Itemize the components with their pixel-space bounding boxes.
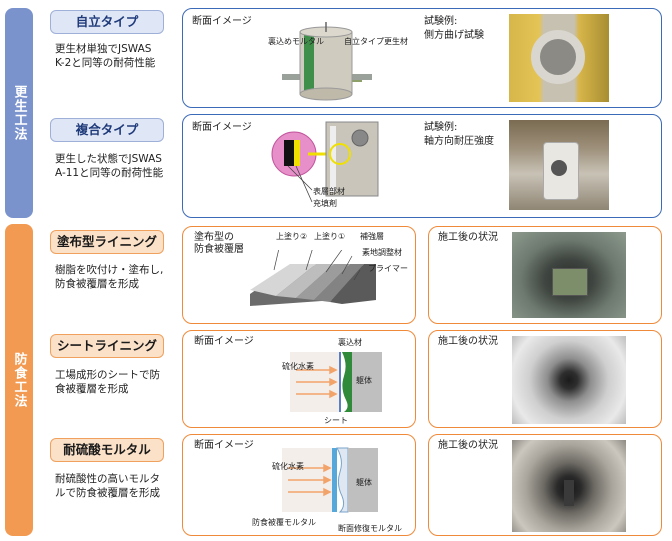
section-image-label: 断面イメージ: [192, 16, 252, 27]
sheet-lining-diagram: [290, 352, 382, 412]
callout-backfill-mortar: 裏込めモルタル: [268, 37, 324, 46]
row-title-sheet-lining: シートライニング: [50, 334, 164, 358]
callout-anticorrosion-mortar: 防食被覆モルタル: [252, 518, 316, 527]
category-label: 更生工法: [11, 85, 27, 141]
row-desc-line1: 樹脂を吹付け・塗布し,: [55, 264, 164, 276]
callout-structure: 躯体: [356, 376, 372, 385]
row-desc-line2: 防食被覆層を形成: [55, 278, 139, 290]
after-construction-label: 施工後の状況: [438, 440, 498, 451]
row-desc-line1: 更生した状態でJSWAS: [55, 153, 162, 165]
row-desc-line1: 工場成形のシートで防: [55, 369, 160, 381]
test-example-label: 試験例:: [424, 122, 458, 133]
callout-hydrogen-sulfide: 硫化水素: [272, 462, 304, 471]
row-title-coating-lining: 塗布型ライニング: [50, 230, 164, 254]
test-example-label: 試験例:: [424, 16, 458, 27]
row-desc-line1: 耐硫酸性の高いモルタ: [55, 473, 160, 485]
category-label: 防食工法: [11, 352, 27, 408]
callout-topcoat-2: 上塗り②: [276, 232, 308, 241]
callout-structure: 躯体: [356, 478, 372, 487]
callout-topcoat-1: 上塗り①: [314, 232, 346, 241]
callout-filler: 充填剤: [313, 199, 337, 208]
section-image-label: 断面イメージ: [194, 440, 254, 451]
section-image-label-line1: 塗布型の: [194, 232, 234, 243]
callout-surface-conditioner: 素地調整材: [362, 248, 402, 257]
test-specimen-ring: [531, 30, 585, 84]
after-construction-label: 施工後の状況: [438, 336, 498, 347]
callout-primer: プライマー: [368, 264, 408, 273]
test-example-name: 軸方向耐圧強度: [424, 136, 494, 147]
row-title-acid-resistant-mortar: 耐硫酸モルタル: [50, 438, 164, 462]
section-image-label-line2: 防食被覆層: [194, 244, 244, 255]
row-desc-line2: ルで防食被覆層を形成: [55, 487, 160, 499]
composite-manhole-diagram: [271, 121, 379, 203]
after-photo-ladder: [564, 480, 574, 506]
callout-self-standing-material: 自立タイプ更生材: [344, 37, 408, 46]
test-photo-lateral-bending: [509, 14, 609, 102]
after-photo-sheet: [512, 336, 626, 424]
row-desc-line2: A-11と同等の耐荷性能: [55, 167, 164, 179]
test-example-name: 側方曲げ試験: [424, 30, 484, 41]
after-photo-coating: [512, 232, 626, 318]
test-specimen-hole: [551, 160, 567, 176]
callout-surface-member: 表層部材: [313, 187, 345, 196]
row-desc-line2: K-2と同等の耐荷性能: [55, 57, 156, 69]
section-image-label: 断面イメージ: [192, 122, 252, 133]
row-title-composite: 複合タイプ: [50, 118, 164, 142]
acid-mortar-diagram: [282, 447, 378, 513]
self-standing-manhole-diagram: [282, 22, 372, 101]
callout-sheet: シート: [324, 416, 348, 425]
callout-repair-mortar: 断面修復モルタル: [338, 524, 402, 533]
row-desc-line2: 食被覆層を形成: [55, 383, 129, 395]
callout-reinforcement-layer: 補強層: [360, 232, 384, 241]
after-photo-equipment: [552, 268, 588, 296]
after-photo-mortar: [512, 440, 626, 532]
after-construction-label: 施工後の状況: [438, 232, 498, 243]
category-tab-anticorrosion: 防食工法: [5, 224, 33, 536]
callout-hydrogen-sulfide: 硫化水素: [282, 362, 314, 371]
row-title-self-standing: 自立タイプ: [50, 10, 164, 34]
test-photo-axial-compression: [509, 120, 609, 210]
section-image-label: 断面イメージ: [194, 336, 254, 347]
callout-backfill: 裏込材: [338, 338, 362, 347]
coating-layers-diagram: [250, 250, 376, 306]
category-tab-rehabilitation: 更生工法: [5, 8, 33, 218]
row-desc-line1: 更生材単独でJSWAS: [55, 43, 152, 55]
